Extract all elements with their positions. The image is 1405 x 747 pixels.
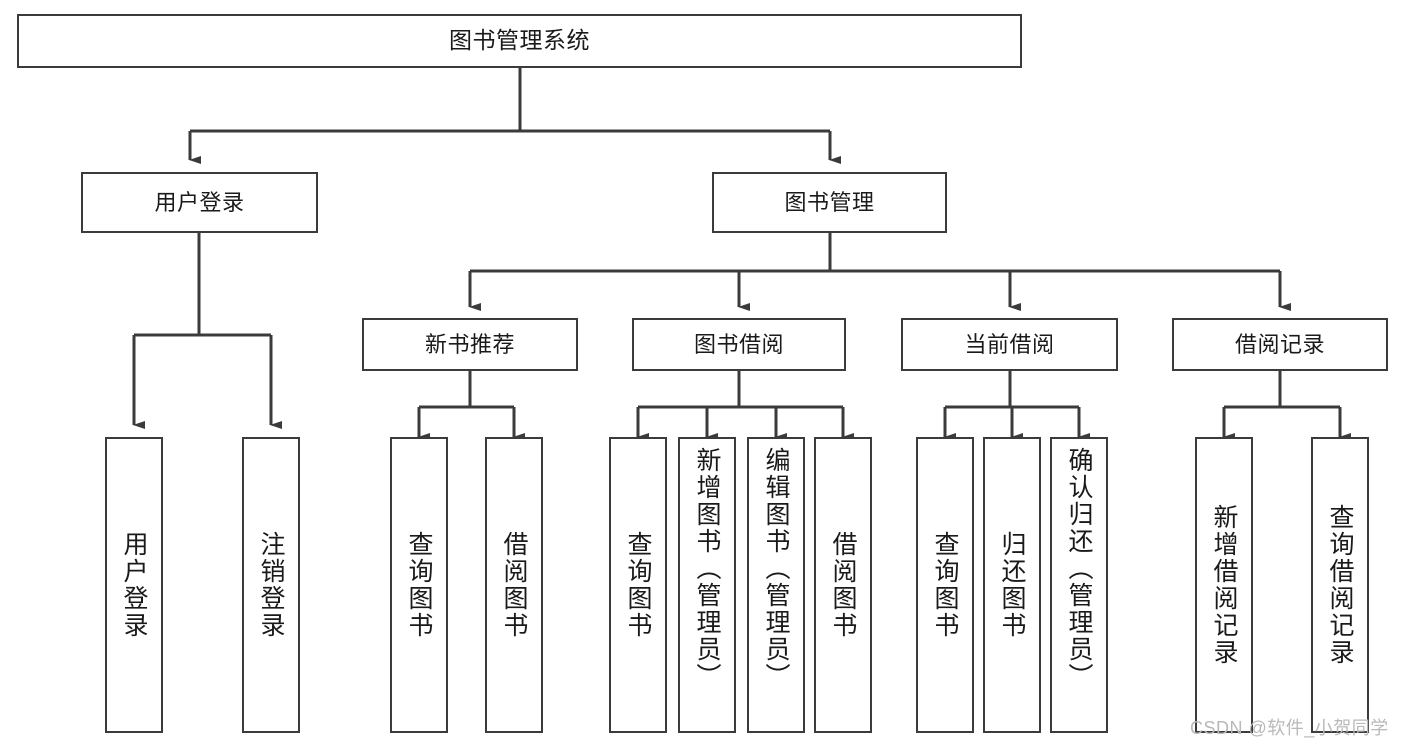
leaf-borrow-book[interactable]: 借阅图书 <box>814 437 872 733</box>
node-label: 注销登录 <box>257 531 285 639</box>
node-label: 归还图书 <box>998 531 1026 639</box>
node-label: 新增图书（管理员） <box>693 447 721 690</box>
node-label: 借阅图书 <box>829 531 857 639</box>
leaf-add-book-admin[interactable]: 新增图书（管理员） <box>678 437 736 733</box>
node-label: 查询图书 <box>624 531 652 639</box>
node-label: 图书管理 <box>784 189 875 215</box>
leaf-logout[interactable]: 注销登录 <box>242 437 300 733</box>
node-book-management[interactable]: 图书管理 <box>712 172 947 233</box>
node-label: 图书借阅 <box>693 331 784 357</box>
node-label: 用户登录 <box>120 531 148 639</box>
node-label: 查询借阅记录 <box>1326 504 1354 666</box>
leaf-query-book[interactable]: 查询图书 <box>609 437 667 733</box>
node-label: 查询图书 <box>405 531 433 639</box>
node-label: 编辑图书（管理员） <box>762 447 790 690</box>
leaf-user-login[interactable]: 用户登录 <box>105 437 163 733</box>
node-label: 查询图书 <box>931 531 959 639</box>
node-label: 图书管理系统 <box>449 27 590 54</box>
node-label: 借阅图书 <box>500 531 528 639</box>
leaf-borrow-book-recommend[interactable]: 借阅图书 <box>485 437 543 733</box>
leaf-return-book[interactable]: 归还图书 <box>983 437 1041 733</box>
leaf-query-book-current[interactable]: 查询图书 <box>916 437 974 733</box>
leaf-confirm-return-admin[interactable]: 确认归还（管理员） <box>1050 437 1108 733</box>
node-current-borrow[interactable]: 当前借阅 <box>901 318 1118 371</box>
node-label: 新书推荐 <box>424 331 515 357</box>
node-borrow-record[interactable]: 借阅记录 <box>1172 318 1388 371</box>
leaf-query-book-recommend[interactable]: 查询图书 <box>390 437 448 733</box>
node-label: 借阅记录 <box>1234 331 1325 357</box>
node-label: 确认归还（管理员） <box>1065 447 1093 690</box>
node-book-borrow[interactable]: 图书借阅 <box>632 318 846 371</box>
node-user-login[interactable]: 用户登录 <box>81 172 318 233</box>
csdn-watermark: CSDN @软件_小贺同学 <box>1190 718 1389 738</box>
node-label: 用户登录 <box>154 189 245 215</box>
node-new-book-recommend[interactable]: 新书推荐 <box>362 318 578 371</box>
leaf-add-borrow-record[interactable]: 新增借阅记录 <box>1195 437 1253 733</box>
node-root-system[interactable]: 图书管理系统 <box>17 14 1022 68</box>
leaf-query-borrow-record[interactable]: 查询借阅记录 <box>1311 437 1369 733</box>
leaf-edit-book-admin[interactable]: 编辑图书（管理员） <box>747 437 805 733</box>
node-label: 当前借阅 <box>964 331 1055 357</box>
node-label: 新增借阅记录 <box>1210 504 1238 666</box>
